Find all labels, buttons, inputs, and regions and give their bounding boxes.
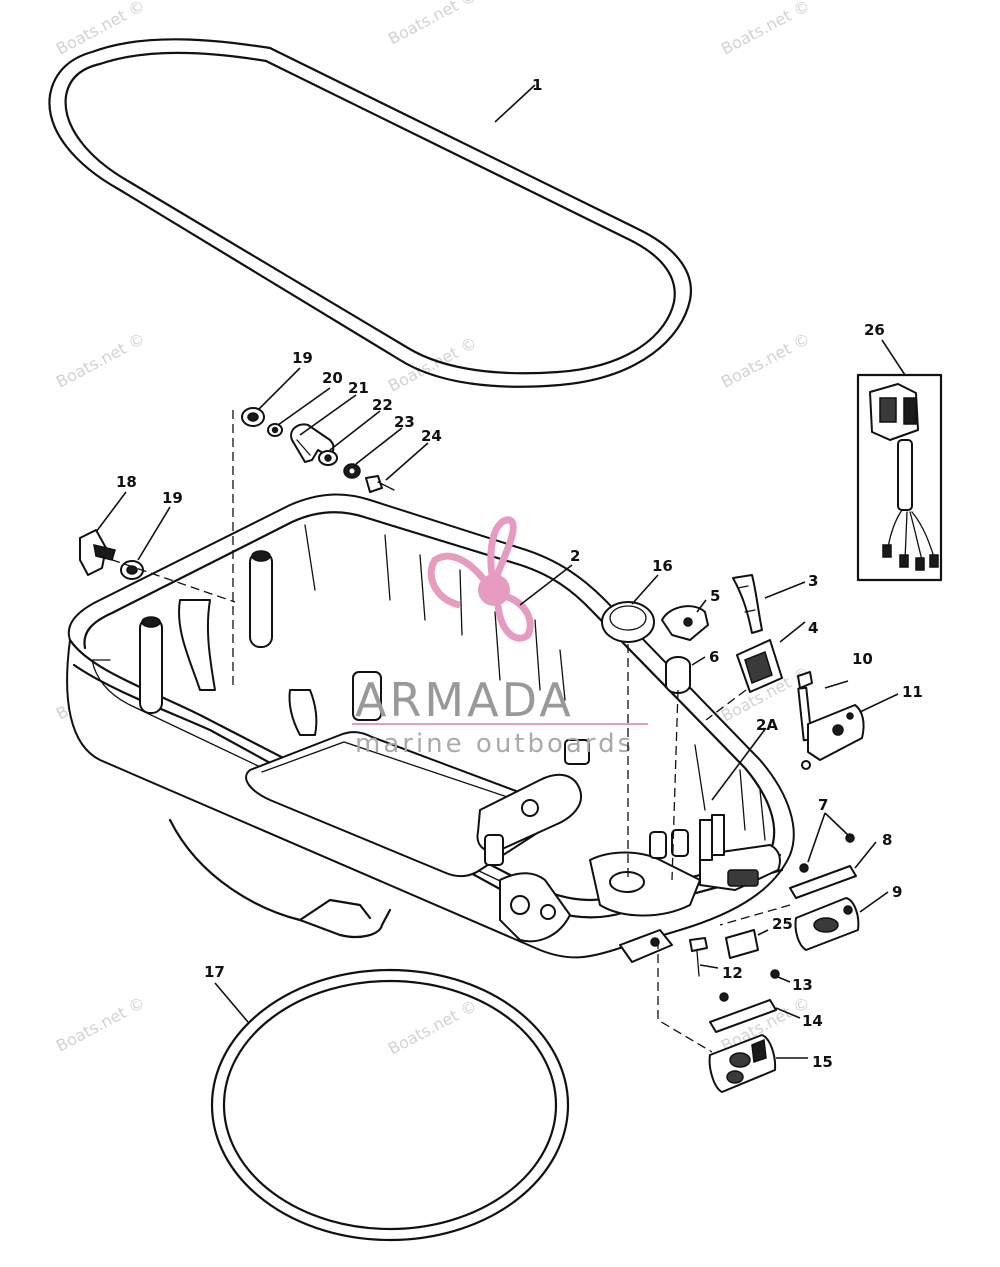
callout-11: 11 bbox=[902, 683, 923, 701]
part-16-plug bbox=[601, 601, 655, 643]
part-3-bracket bbox=[732, 574, 763, 634]
callout-10: 10 bbox=[852, 650, 873, 668]
watermark: Boats.net © bbox=[53, 329, 148, 392]
brand-tagline: marine outboards bbox=[355, 729, 634, 759]
callout-14: 14 bbox=[802, 1012, 823, 1030]
callout-17: 17 bbox=[204, 963, 225, 981]
watermark: Boats.net © bbox=[385, 996, 480, 1059]
callout-2: 2 bbox=[570, 547, 580, 565]
callout-12: 12 bbox=[722, 964, 743, 982]
watermark: Boats.net © bbox=[53, 993, 148, 1056]
callout-15: 15 bbox=[812, 1053, 833, 1071]
callout-26: 26 bbox=[864, 321, 885, 339]
part-17-bottom-seal bbox=[210, 968, 570, 1242]
post bbox=[139, 617, 163, 714]
callout-7: 7 bbox=[818, 796, 828, 814]
callout-labels: 1 2 2A 3 4 5 6 7 8 9 10 11 12 13 14 15 1… bbox=[116, 76, 923, 1071]
callout-1: 1 bbox=[532, 76, 542, 94]
callout-24: 24 bbox=[421, 427, 442, 445]
watermark: Boats.net © bbox=[385, 0, 480, 49]
callout-21: 21 bbox=[348, 379, 369, 397]
post bbox=[249, 551, 273, 648]
part-26-switch-harness bbox=[856, 373, 943, 582]
callout-6: 6 bbox=[709, 648, 719, 666]
part-6-bushing bbox=[665, 656, 691, 694]
callout-9: 9 bbox=[892, 883, 902, 901]
callout-20: 20 bbox=[322, 369, 343, 387]
callout-2a: 2A bbox=[756, 716, 778, 734]
propeller-logo bbox=[427, 516, 534, 642]
callout-13: 13 bbox=[792, 976, 813, 994]
callout-23: 23 bbox=[394, 413, 415, 431]
part-11-bracket bbox=[801, 704, 865, 770]
callout-4: 4 bbox=[808, 619, 818, 637]
brand-name: ARMADA bbox=[355, 673, 574, 727]
callout-25: 25 bbox=[772, 915, 793, 933]
callout-8: 8 bbox=[882, 831, 892, 849]
part-4-grommet bbox=[736, 639, 783, 693]
part-18-clip bbox=[79, 529, 116, 576]
watermark: Boats.net © bbox=[718, 0, 813, 59]
watermark: Boats.net © bbox=[718, 329, 813, 392]
part-1-top-seal bbox=[48, 38, 692, 388]
callout-5: 5 bbox=[710, 587, 720, 605]
control-panel-parts bbox=[689, 833, 860, 1093]
callout-22: 22 bbox=[372, 396, 393, 414]
callout-18: 18 bbox=[116, 473, 137, 491]
callout-16: 16 bbox=[652, 557, 673, 575]
leader-lines bbox=[95, 84, 906, 1059]
part-19-grommet-left bbox=[120, 560, 144, 580]
brand-overlay: ARMADA marine outboards bbox=[352, 516, 648, 759]
callout-3: 3 bbox=[808, 572, 818, 590]
latch-assembly bbox=[241, 407, 395, 493]
part-5-clip bbox=[661, 605, 709, 641]
callout-19-left: 19 bbox=[162, 489, 183, 507]
callout-19-top: 19 bbox=[292, 349, 313, 367]
centerlines bbox=[97, 410, 791, 1053]
